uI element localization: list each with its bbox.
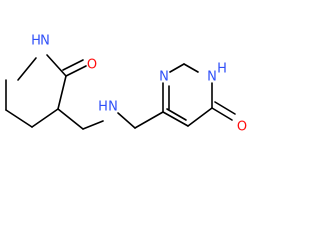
pyrimidinone-o-label: O: [237, 120, 247, 135]
piperidinone-o-label: O: [87, 58, 97, 73]
bond-c6-c5: [187, 107, 213, 127]
piperidinone-h-label: H: [31, 34, 41, 49]
pyrimidinone-ring-bonds: [162, 63, 213, 127]
bond-n1-c2: [46, 54, 67, 77]
pyrimidinone-carbonyl: [211, 101, 236, 121]
bond-n3-c2: [169, 63, 185, 73]
molecule-structure: H N O H N N N H O: [5, 33, 248, 135]
linker-n-label: N: [108, 100, 118, 115]
bond-c3-ch2: [57, 108, 84, 130]
bond-c5-c4-a: [162, 111, 189, 127]
bond-nh-ch2b: [117, 112, 136, 129]
bond-ch2-nh: [82, 120, 104, 130]
atom-label-pyrimidine-nh: N H: [207, 62, 227, 85]
pyrimidine-n1-label: N: [207, 70, 217, 85]
piperidinone-n-label: N: [40, 34, 50, 49]
linker-h-label: H: [98, 100, 108, 115]
bond-c2-o1-b: [62, 59, 84, 71]
bond-c5-c4-b: [166, 108, 187, 121]
bond-c4-c5b: [5, 109, 33, 128]
pyrimidine-h-label: H: [217, 62, 227, 77]
pyrimidine-n3-label: N: [159, 70, 169, 85]
atom-label-linker-nh: H N: [98, 100, 118, 115]
piperidinone-carbonyl: [62, 59, 87, 77]
piperidinone-ring-bonds: [5, 54, 67, 128]
bond-ch2b-c4pyr: [134, 111, 164, 129]
atom-label-piperidinone-nh: H N: [31, 34, 50, 49]
bond-c2-c3: [57, 75, 67, 110]
bond-c2-o1-a: [65, 65, 87, 77]
bond-c6-o2-b: [214, 101, 236, 115]
bond-c2-n1-a: [183, 63, 199, 73]
bond-c6-o2-a: [211, 107, 233, 121]
bond-c5-n1: [17, 57, 37, 81]
bond-c3-c4: [31, 108, 59, 128]
